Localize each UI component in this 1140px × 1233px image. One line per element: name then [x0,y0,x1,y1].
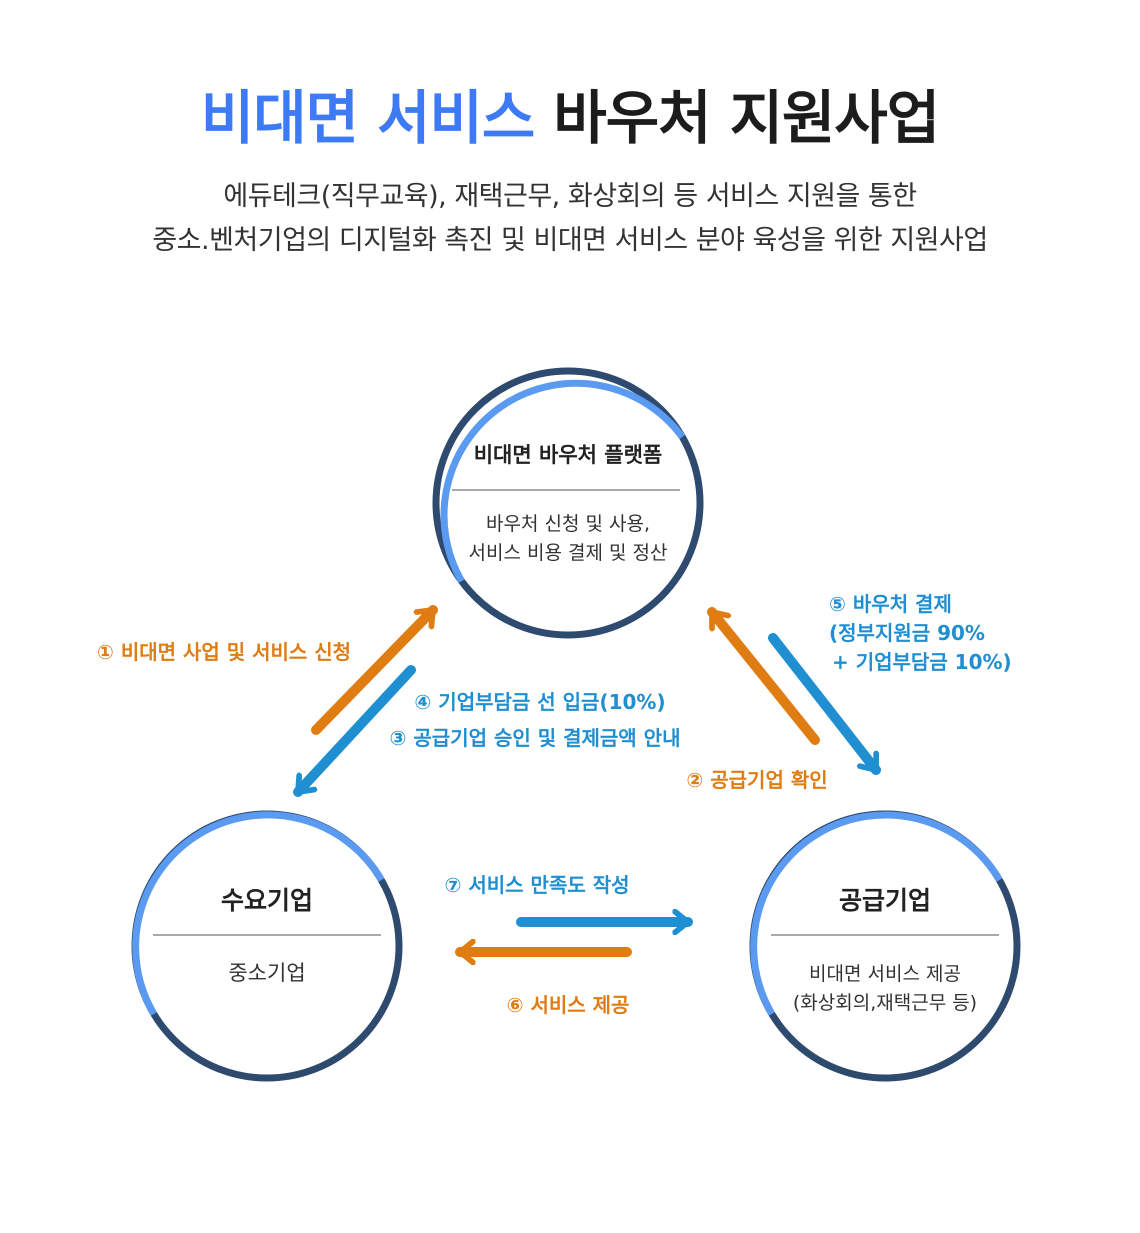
step5-label-line-3: + 기업부담금 10%) [832,650,1012,674]
subtitle-line-2: 중소.벤처기업의 디지털화 촉진 및 비대면 서비스 분야 육성을 위한 지원사… [152,225,988,256]
platform-desc-line-1: 바우처 신청 및 사용, [486,513,650,535]
step6-label: ⑥ 서비스 제공 [507,993,630,1017]
step2-arrow-icon [707,607,820,745]
supply-ring-light [750,811,1003,1016]
step7-label: ⑦ 서비스 만족도 작성 [444,873,629,897]
platform-desc-line-2: 서비스 비용 결제 및 정산 [469,542,668,564]
supply-node: 공급기업 비대면 서비스 제공 (화상회의,재택근무 등) [749,810,1021,1082]
platform-node: 비대면 바우처 플랫폼 바우처 신청 및 사용, 서비스 비용 결제 및 정산 [432,367,704,639]
step3-label: ③ 공급기업 승인 및 결제금액 안내 [390,726,681,750]
page-title: 비대면 서비스 바우처 지원사업 [0,78,1140,158]
platform-ring-dark [432,367,704,639]
step5-arrow-icon [768,633,881,775]
platform-ring-light [440,379,686,583]
demand-desc: 중소기업 [228,961,305,985]
supply-desc-line-2: (화상회의,재택근무 등) [793,992,977,1014]
demand-ring-light [132,811,385,1016]
step1-arrow-icon [311,605,438,735]
title-rest: 바우처 지원사업 [553,84,940,152]
title-accent: 비대면 서비스 [200,84,535,152]
supply-desc-line-1: 비대면 서비스 제공 [809,963,961,985]
demand-node: 수요기업 중소기업 [131,810,403,1082]
step1-label: ① 비대면 사업 및 서비스 신청 [97,640,351,664]
step2-label: ② 공급기업 확인 [686,768,827,792]
step5-label-line-1: ⑤ 바우처 결제 [829,592,952,616]
demand-title: 수요기업 [221,886,313,915]
supply-title: 공급기업 [839,886,931,915]
step4-label: ④ 기업부담금 선 입금(10%) [414,690,665,714]
step5-label-line-2: (정부지원금 90% [829,621,985,645]
step3-4-arrow-icon [293,665,416,797]
platform-title: 비대면 바우처 플랫폼 [474,443,663,467]
subtitle-line-1: 에듀테크(직무교육), 재택근무, 화상회의 등 서비스 지원을 통한 [223,181,917,212]
